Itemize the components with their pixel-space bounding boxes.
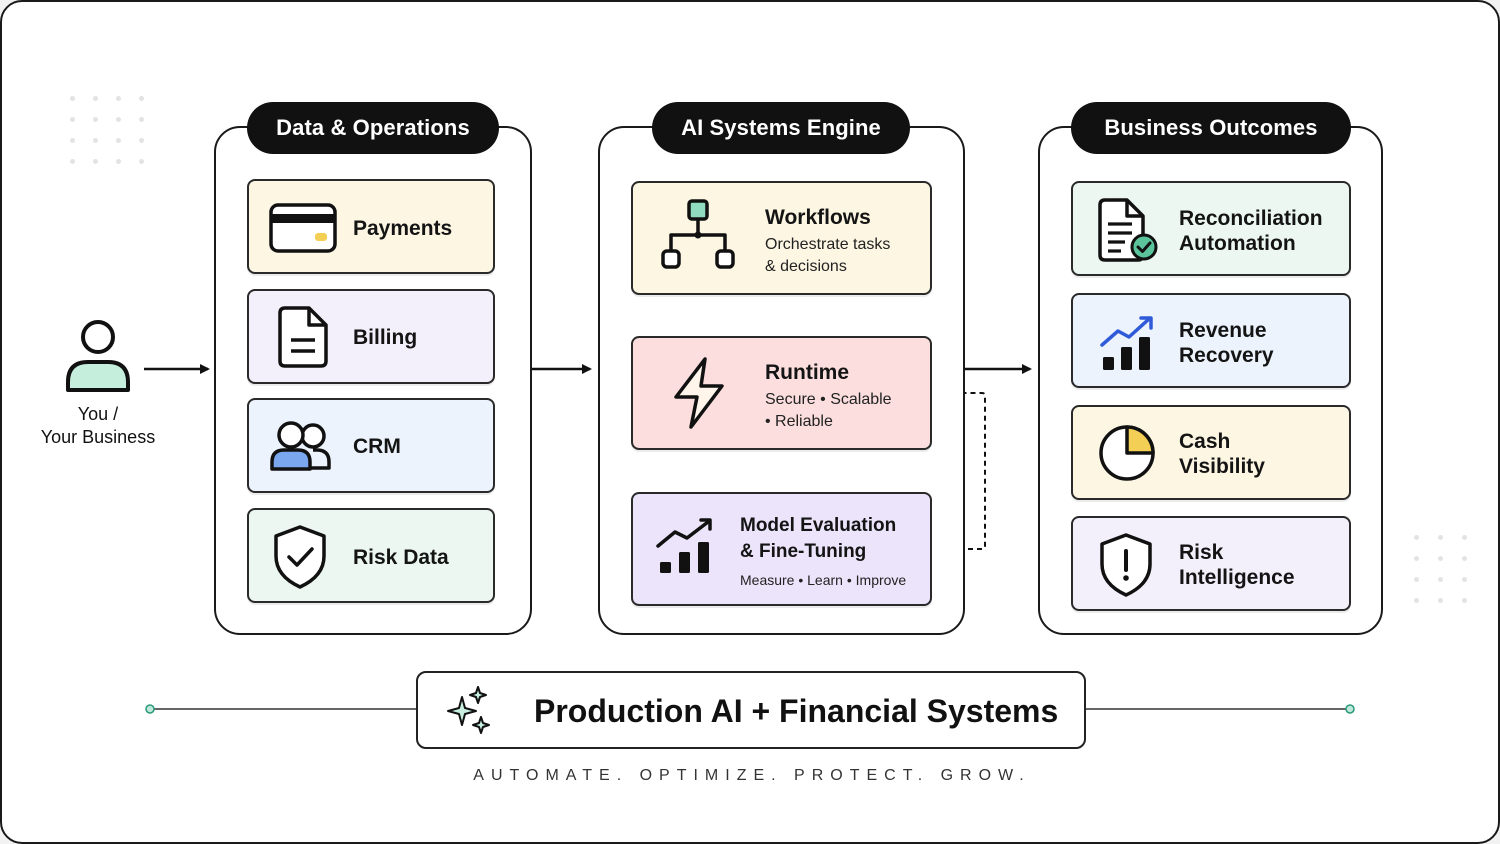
users-icon	[270, 421, 331, 471]
shield-check-icon	[274, 525, 326, 589]
revenue-recovery-card[interactable]: Revenue Recovery	[1071, 293, 1351, 388]
banner-box: Production AI + Financial Systems	[416, 671, 1086, 749]
lightning-icon	[674, 357, 724, 429]
document-check-icon	[1098, 198, 1158, 262]
banner-title: Production AI + Financial Systems	[534, 693, 1059, 729]
runtime-card[interactable]: Runtime Secure • Scalable • Reliable	[631, 336, 932, 450]
workflows-title: Workflows	[765, 206, 871, 229]
reconciliation-card[interactable]: Reconciliation Automation	[1071, 181, 1351, 276]
workflow-tree-icon	[661, 199, 735, 269]
bar-chart-arrow-icon	[1100, 316, 1153, 370]
payments-card[interactable]: Payments	[247, 179, 495, 274]
model-evaluation-title-line2: & Fine-Tuning	[740, 541, 867, 562]
revenue-recovery-label-line1: Revenue	[1179, 319, 1267, 342]
reconciliation-label-line2: Automation	[1179, 232, 1296, 255]
user-node: You / Your Business	[32, 316, 164, 456]
user-label-line2: Your Business	[40, 427, 156, 447]
shield-alert-icon	[1100, 533, 1152, 597]
billing-label: Billing	[353, 326, 418, 349]
crm-card[interactable]: CRM	[247, 398, 495, 493]
dot-grid-right	[1414, 535, 1486, 603]
growth-chart-icon	[656, 518, 712, 573]
user-icon	[66, 320, 130, 392]
workflows-sub-line1: Orchestrate tasks	[765, 236, 891, 253]
runtime-title: Runtime	[765, 361, 849, 384]
data-operations-title: Data & Operations	[247, 102, 499, 154]
workflows-sub-line2: & decisions	[765, 258, 847, 275]
model-evaluation-card[interactable]: Model Evaluation & Fine-Tuning Measure •…	[631, 492, 932, 606]
banner-dot-right	[1345, 704, 1355, 714]
model-evaluation-title-line1: Model Evaluation	[740, 515, 897, 536]
business-outcomes-title: Business Outcomes	[1071, 102, 1351, 154]
runtime-sub-line2: • Reliable	[765, 413, 833, 430]
dot-grid-left	[70, 96, 162, 164]
risk-data-label: Risk Data	[353, 546, 449, 569]
workflows-card[interactable]: Workflows Orchestrate tasks & decisions	[631, 181, 932, 295]
reconciliation-label-line1: Reconciliation	[1179, 207, 1323, 230]
risk-intelligence-label-line1: Risk	[1179, 541, 1224, 564]
revenue-recovery-label-line2: Recovery	[1179, 344, 1274, 367]
banner-dot-left	[145, 704, 155, 714]
credit-card-icon	[269, 203, 337, 253]
cash-visibility-label-line1: Cash	[1179, 430, 1231, 453]
risk-intelligence-label-line2: Intelligence	[1179, 566, 1295, 589]
pie-chart-icon	[1099, 425, 1155, 481]
model-evaluation-sub: Measure • Learn • Improve	[740, 572, 907, 588]
document-icon	[278, 306, 328, 368]
runtime-sub-line1: Secure • Scalable	[765, 391, 892, 408]
user-label-line1: You /	[77, 404, 119, 424]
cash-visibility-card[interactable]: Cash Visibility	[1071, 405, 1351, 500]
cash-visibility-label-line2: Visibility	[1179, 455, 1265, 478]
sparkles-icon	[447, 686, 490, 734]
ai-engine-title: AI Systems Engine	[652, 102, 910, 154]
risk-data-card[interactable]: Risk Data	[247, 508, 495, 603]
billing-card[interactable]: Billing	[247, 289, 495, 384]
banner-tagline: AUTOMATE. OPTIMIZE. PROTECT. GROW.	[473, 767, 1031, 784]
risk-intelligence-card[interactable]: Risk Intelligence	[1071, 516, 1351, 611]
payments-label: Payments	[353, 217, 453, 240]
feedback-loop-arrow	[932, 388, 986, 550]
crm-label: CRM	[353, 435, 401, 458]
